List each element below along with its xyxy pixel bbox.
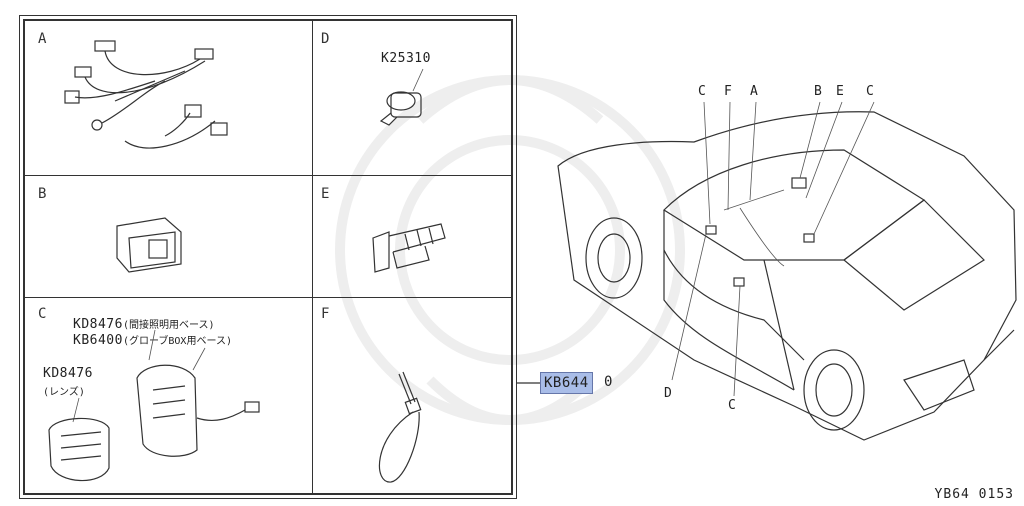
part-number-label: K25310 bbox=[381, 51, 431, 66]
parts-table-frame bbox=[19, 15, 517, 499]
table-divider bbox=[312, 21, 313, 493]
cell-d: D K25310 bbox=[313, 21, 513, 175]
cell-letter: E bbox=[321, 186, 330, 202]
clip-bracket-illustration bbox=[372, 223, 446, 273]
part-number-label: KB6400(グローブBOX用ベース) bbox=[73, 333, 232, 348]
callout-label: C bbox=[866, 84, 874, 99]
callout-label: E bbox=[836, 84, 844, 99]
lens-part-label: KD8476 bbox=[43, 366, 93, 381]
cell-letter: A bbox=[38, 31, 47, 47]
wiring-harness-illustration bbox=[64, 40, 228, 149]
switch-illustration bbox=[116, 217, 182, 273]
cell-letter: C bbox=[38, 306, 47, 322]
cell-a: A bbox=[25, 21, 312, 175]
table-divider bbox=[25, 297, 511, 298]
callout-label: F bbox=[724, 84, 732, 99]
cell-c: C KD8476(間接照明用ベース) KB6400(グローブBOX用ベース) K… bbox=[25, 298, 312, 493]
callout-label: D bbox=[664, 386, 672, 401]
callout-label: B bbox=[814, 84, 822, 99]
cell-letter: B bbox=[38, 186, 47, 202]
callout-label: C bbox=[728, 398, 736, 413]
lamp-lens-illustration bbox=[48, 329, 260, 482]
diagram-code: YB64 0153 bbox=[934, 487, 1014, 502]
cell-b: B bbox=[25, 176, 312, 297]
callout-label: A bbox=[750, 84, 758, 99]
cell-f: F bbox=[313, 298, 513, 493]
parts-table: A D K25310 B bbox=[23, 19, 513, 495]
selected-part-number[interactable]: KB644 bbox=[540, 372, 593, 394]
cell-letter: F bbox=[321, 306, 330, 322]
cable-tie-illustration bbox=[378, 371, 422, 483]
callout-label: C bbox=[698, 84, 706, 99]
part-number-label: KD8476(間接照明用ベース) bbox=[73, 317, 215, 332]
cell-e: E bbox=[313, 176, 513, 297]
part-number-suffix: 0 bbox=[604, 374, 613, 390]
grommet-illustration bbox=[379, 68, 424, 126]
lens-note-label: (レンズ) bbox=[43, 387, 85, 398]
car-illustration bbox=[557, 101, 1017, 441]
cell-letter: D bbox=[321, 31, 330, 47]
table-divider bbox=[25, 175, 511, 176]
